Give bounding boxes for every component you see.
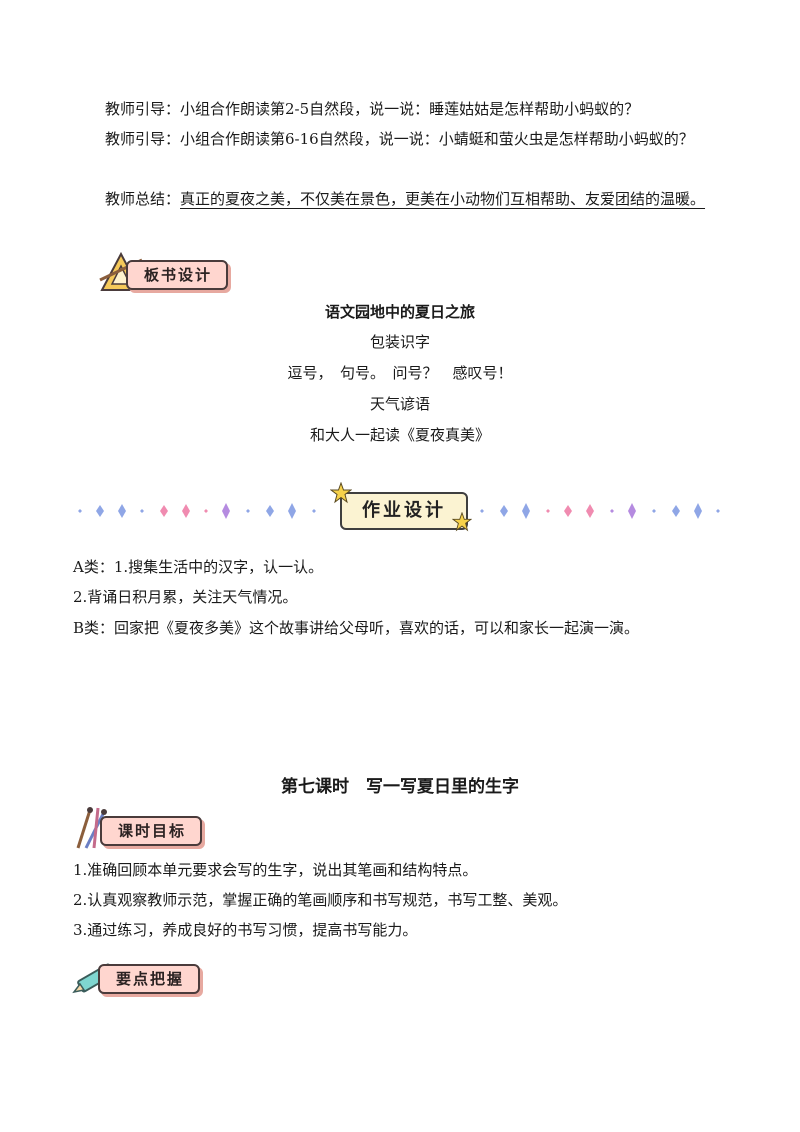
board-title: 语文园地中的夏日之旅 xyxy=(324,303,475,321)
sparkle-row-left xyxy=(78,503,316,519)
homework-a-1: A类：1.搜集生活中的汉字，认一认。 xyxy=(73,558,324,576)
paragraph-teacher-summary: 教师总结：真正的夏夜之美，不仅美在景色，更美在小动物们互相帮助、友爱团结的温暖。 xyxy=(75,184,727,214)
star-icon xyxy=(452,512,472,532)
sparkle-divider xyxy=(78,503,720,519)
board-line-4: 和大人一起读《夏夜真美》 xyxy=(309,426,490,444)
summary-prefix: 教师总结： xyxy=(105,190,181,208)
lesson-goals-label: 课时目标 xyxy=(100,816,203,846)
board-design-badge: 板书设计 xyxy=(98,251,268,291)
lesson-title: 第七课时 写一写夏日里的生字 xyxy=(281,777,519,797)
lesson-goals-badge: 课时目标 xyxy=(70,807,220,849)
board-design-label: 板书设计 xyxy=(126,260,229,290)
summary-underlined: 真正的夏夜之美，不仅美在景色，更美在小动物们互相帮助、友爱团结的温暖。 xyxy=(180,190,706,208)
paragraph-teacher-guide-2: 教师引导：小组合作朗读第6-16自然段，说一说：小蜻蜓和萤火虫是怎样帮助小蚂蚁的… xyxy=(105,130,694,148)
homework-banner-label: 作业设计 xyxy=(340,492,468,530)
goal-item-2: 2.认真观察教师示范，掌握正确的笔画顺序和书写规范，书写工整、美观。 xyxy=(73,891,568,909)
sparkle-row-right xyxy=(480,503,720,519)
board-line-3: 天气谚语 xyxy=(369,395,430,413)
key-points-label: 要点把握 xyxy=(98,964,201,994)
board-line-2: 逗号， 句号。 问号？ 感叹号！ xyxy=(287,364,513,382)
goal-item-3: 3.通过练习，养成良好的书写习惯，提高书写能力。 xyxy=(73,921,418,939)
paragraph-teacher-guide-1: 教师引导：小组合作朗读第2-5自然段，说一说：睡莲姑姑是怎样帮助小蚂蚁的？ xyxy=(105,100,640,118)
key-points-badge: 要点把握 xyxy=(72,960,222,994)
goal-item-1: 1.准确回顾本单元要求会写的生字，说出其笔画和结构特点。 xyxy=(73,861,478,879)
board-line-1: 包装识字 xyxy=(369,333,430,351)
star-icon xyxy=(330,482,352,504)
homework-a-2: 2.背诵日积月累，关注天气情况。 xyxy=(73,588,298,606)
homework-banner: 作业设计 xyxy=(70,482,730,532)
homework-b-1: B类：回家把《夏夜多美》这个故事讲给父母听，喜欢的话，可以和家长一起演一演。 xyxy=(73,619,640,637)
